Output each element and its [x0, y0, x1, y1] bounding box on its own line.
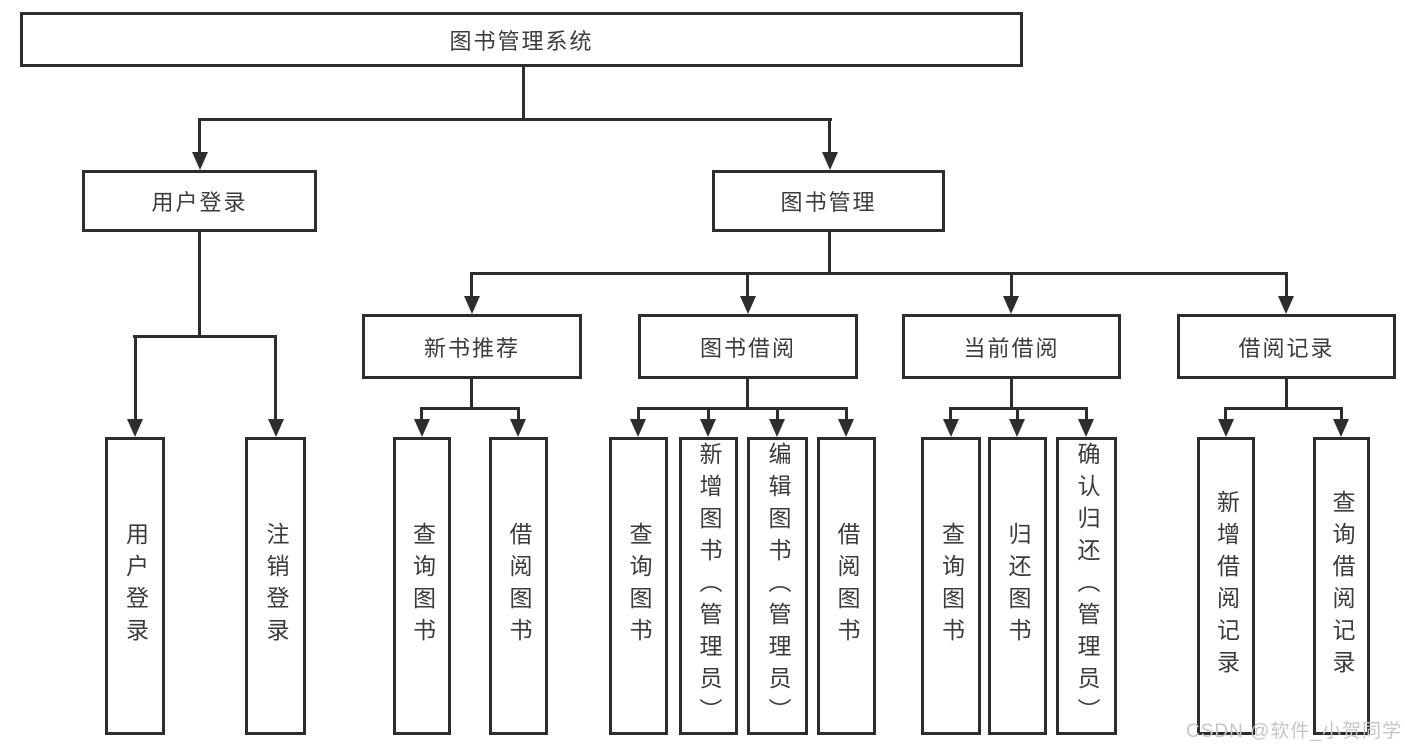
- leaf-borrow-borrow-label: 借阅图书: [834, 522, 860, 650]
- leaf-record-add-label: 新增借阅记录: [1213, 490, 1240, 682]
- leaf-user-login-label: 用户登录: [122, 522, 149, 650]
- arrowhead-down-icon: [630, 419, 646, 437]
- leaf-borrow-query-label: 查询图书: [626, 522, 652, 650]
- connector-to-book-borrow: [746, 272, 749, 296]
- leaf-record-add: 新增借阅记录: [1197, 437, 1255, 735]
- connector-level1-trunk: [198, 118, 832, 121]
- connector-to-current-borrow: [1010, 272, 1013, 296]
- connector-to-book-management: [828, 118, 831, 152]
- node-current-borrow: 当前借阅: [902, 314, 1121, 379]
- connector-to-leaf-current-confirm: [1085, 407, 1088, 419]
- node-book-borrow: 图书借阅: [638, 314, 858, 379]
- arrowhead-down-icon: [1078, 419, 1094, 437]
- leaf-newbook-borrow-label: 借阅图书: [506, 522, 532, 650]
- connector-to-user-login: [198, 118, 201, 152]
- connector-to-leaf-record-query: [1340, 407, 1343, 419]
- arrowhead-down-icon: [510, 419, 526, 437]
- node-book-borrow-label: 图书借阅: [699, 335, 796, 361]
- leaf-user-login: 用户登录: [105, 437, 165, 735]
- arrowhead-down-icon: [1003, 296, 1019, 314]
- connector-to-leaf-current-return: [1016, 407, 1019, 419]
- node-new-book-recommend-label: 新书推荐: [423, 335, 520, 361]
- leaf-logout: 注销登录: [245, 437, 306, 735]
- connector-to-new-book-recommend: [470, 272, 473, 296]
- connector-to-leaf-borrow-borrow: [845, 407, 848, 419]
- node-user-login: 用户登录: [82, 170, 317, 232]
- connector-to-leaf-current-query: [949, 407, 952, 419]
- leaf-current-query: 查询图书: [921, 437, 981, 735]
- connector-new-book-recommend-stub: [470, 379, 473, 407]
- arrowhead-down-icon: [1009, 419, 1025, 437]
- arrowhead-down-icon: [1218, 419, 1234, 437]
- connector-user-login-stub: [198, 232, 201, 335]
- leaf-borrow-borrow: 借阅图书: [817, 437, 876, 735]
- connector-borrow-group-trunk: [637, 407, 848, 410]
- arrowhead-down-icon: [268, 419, 284, 437]
- connector-user-login-trunk: [133, 335, 277, 338]
- connector-to-leaf-newbook-borrow: [517, 407, 520, 419]
- node-borrow-records-label: 借阅记录: [1238, 335, 1335, 361]
- node-new-book-recommend: 新书推荐: [362, 314, 582, 379]
- leaf-record-query: 查询借阅记录: [1313, 437, 1370, 735]
- node-root-label: 图书管理系统: [449, 28, 594, 54]
- arrowhead-down-icon: [464, 296, 480, 314]
- connector-book-borrow-stub: [746, 379, 749, 407]
- leaf-current-confirm-admin-label: 确认归还（管理员）: [1074, 442, 1100, 730]
- csdn-watermark: CSDN @软件_小贺同学: [1186, 721, 1402, 742]
- connector-to-leaf-borrow-edit: [776, 407, 779, 419]
- connector-current-borrow-stub: [1010, 379, 1013, 407]
- arrowhead-down-icon: [127, 419, 143, 437]
- leaf-newbook-borrow: 借阅图书: [489, 437, 548, 735]
- arrowhead-down-icon: [700, 419, 716, 437]
- node-book-management-label: 图书管理: [780, 190, 877, 215]
- leaf-record-query-label: 查询借阅记录: [1329, 490, 1355, 682]
- node-user-login-label: 用户登录: [151, 190, 248, 215]
- connector-to-borrow-records: [1285, 272, 1288, 296]
- arrowhead-down-icon: [769, 419, 785, 437]
- arrowhead-down-icon: [192, 152, 208, 170]
- node-borrow-records: 借阅记录: [1177, 314, 1396, 379]
- connector-root-stub: [522, 67, 525, 118]
- connector-level2-trunk: [470, 272, 1288, 275]
- connector-borrow-records-stub: [1285, 379, 1288, 407]
- leaf-borrow-add-admin: 新增图书（管理员）: [679, 437, 738, 735]
- leaf-newbook-query-label: 查询图书: [409, 522, 436, 650]
- connector-recommend-group-trunk: [420, 407, 520, 410]
- node-current-borrow-label: 当前借阅: [963, 335, 1060, 361]
- arrowhead-down-icon: [822, 152, 838, 170]
- leaf-borrow-query: 查询图书: [609, 437, 668, 735]
- leaf-borrow-edit-admin: 编辑图书（管理员）: [747, 437, 808, 735]
- leaf-current-confirm-admin: 确认归还（管理员）: [1056, 437, 1117, 735]
- connector-to-leaf-logout: [274, 335, 277, 419]
- connector-book-management-stub: [828, 232, 831, 272]
- connector-to-leaf-record-add: [1224, 407, 1227, 419]
- node-book-management: 图书管理: [712, 170, 945, 232]
- connector-records-group-trunk: [1224, 407, 1343, 410]
- arrowhead-down-icon: [414, 419, 430, 437]
- arrowhead-down-icon: [1278, 296, 1294, 314]
- connector-to-leaf-user-login: [134, 335, 137, 419]
- leaf-logout-label: 注销登录: [263, 522, 289, 650]
- arrowhead-down-icon: [740, 296, 756, 314]
- connector-to-leaf-newbook-query: [420, 407, 423, 419]
- leaf-newbook-query: 查询图书: [393, 437, 451, 735]
- connector-to-leaf-borrow-query: [637, 407, 640, 419]
- leaf-current-return: 归还图书: [988, 437, 1047, 735]
- leaf-current-return-label: 归还图书: [1005, 522, 1031, 650]
- connector-to-leaf-borrow-add: [707, 407, 710, 419]
- node-root: 图书管理系统: [20, 12, 1023, 67]
- leaf-current-query-label: 查询图书: [938, 522, 965, 650]
- arrowhead-down-icon: [1333, 419, 1349, 437]
- arrowhead-down-icon: [838, 419, 854, 437]
- arrowhead-down-icon: [943, 419, 959, 437]
- leaf-borrow-add-admin-label: 新增图书（管理员）: [696, 442, 722, 730]
- leaf-borrow-edit-admin-label: 编辑图书（管理员）: [765, 442, 791, 730]
